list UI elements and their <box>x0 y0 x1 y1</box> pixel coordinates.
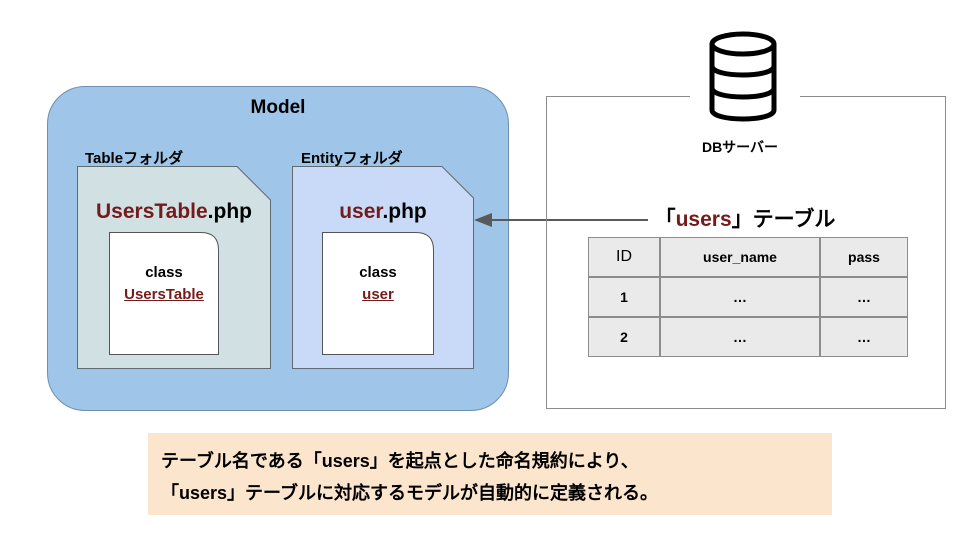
table-cell: … <box>820 317 908 357</box>
entity-folder-label: Entityフォルダ <box>301 150 403 167</box>
entity-file-name: user.php <box>339 200 427 223</box>
entity-class-document: class user <box>322 232 434 355</box>
table-header-user-name: user_name <box>660 237 820 277</box>
mapping-arrow <box>474 213 648 227</box>
table-header-pass: pass <box>820 237 908 277</box>
note-line-1: テーブル名である「users」を起点とした命名規約により、 <box>161 451 639 471</box>
table-header-id: ID <box>588 237 660 277</box>
table-class-keyword: class <box>145 264 183 281</box>
entity-class-keyword: class <box>359 264 397 281</box>
users-table-title: 「users」テーブル <box>654 208 836 231</box>
table-cell: 1 <box>588 277 660 317</box>
explanation-note: テーブル名である「users」を起点とした命名規約により、 「users」テーブ… <box>148 433 832 515</box>
entity-file-document: user.php class user <box>292 166 474 369</box>
entity-class-name: user <box>362 286 394 303</box>
table-file-document: UsersTable.php class UsersTable <box>77 166 271 369</box>
table-class-document: class UsersTable <box>109 232 219 355</box>
table-cell: … <box>660 277 820 317</box>
table-cell: 2 <box>588 317 660 357</box>
model-title: Model <box>250 97 306 118</box>
table-cell: … <box>660 317 820 357</box>
table-class-name: UsersTable <box>124 286 204 303</box>
note-line-2: 「users」テーブルに対応するモデルが自動的に定義される。 <box>161 483 658 503</box>
db-server-label: DBサーバー <box>701 139 779 155</box>
table-cell: … <box>820 277 908 317</box>
table-file-name: UsersTable.php <box>96 200 252 223</box>
database-icon <box>709 31 777 122</box>
table-folder-label: Tableフォルダ <box>85 150 184 167</box>
